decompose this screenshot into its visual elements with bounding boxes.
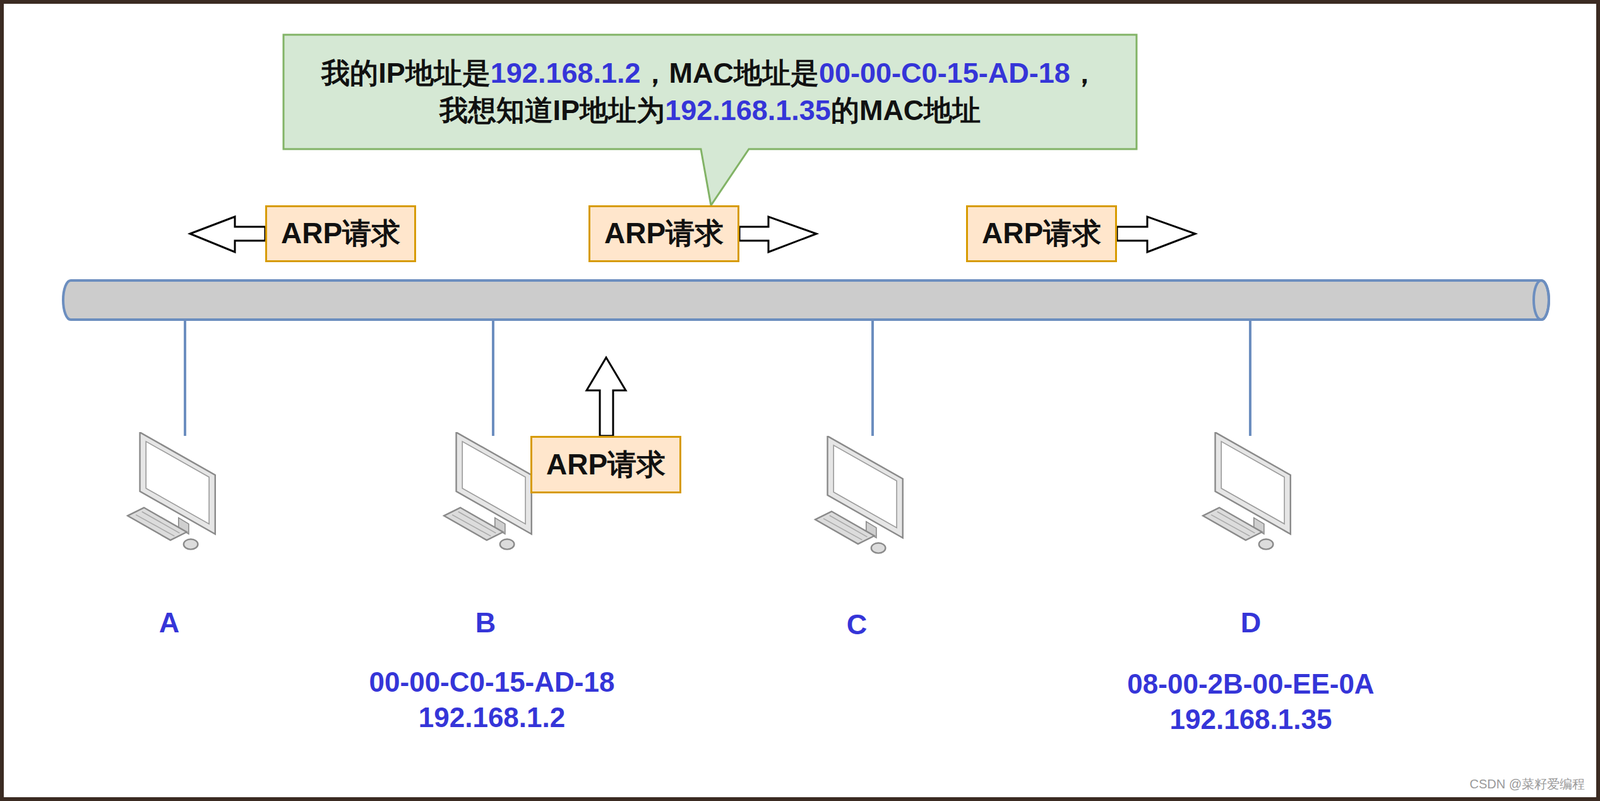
ip-address: 192.168.1.2 xyxy=(418,701,566,734)
drop-line xyxy=(491,319,495,436)
computer-icon xyxy=(1202,431,1291,549)
callout-text-box: 我的IP地址是192.168.1.2，MAC地址是00-00-C0-15-AD-… xyxy=(283,34,1137,150)
host-name: C xyxy=(846,608,868,641)
mac-address: 00-00-C0-15-AD-18 xyxy=(369,666,615,698)
box-label: ARP请求 xyxy=(604,214,724,254)
box-label: ARP请求 xyxy=(280,214,401,254)
computer-icon xyxy=(127,431,216,549)
ip-address: 192.168.1.35 xyxy=(1170,703,1333,735)
host-name: B xyxy=(475,606,497,639)
mac-address: 08-00-2B-00-EE-0A xyxy=(1127,668,1374,700)
hollow-arrow xyxy=(190,216,266,252)
arp-request-box: ARP请求 xyxy=(265,205,417,263)
hollow-arrow xyxy=(1116,216,1196,252)
host-name: A xyxy=(159,606,180,639)
drop-line xyxy=(1248,319,1252,436)
watermark: CSDN @菜籽爱编程 xyxy=(1469,775,1585,793)
arp-request-box: ARP请求 xyxy=(588,205,740,263)
callout-text: 我的IP地址是192.168.1.2，MAC地址是00-00-C0-15-AD-… xyxy=(321,54,1099,129)
arp-request-box: ARP请求 xyxy=(530,435,682,494)
drop-line xyxy=(871,319,874,436)
drop-line xyxy=(183,319,187,436)
box-label: ARP请求 xyxy=(981,214,1102,254)
host-name: D xyxy=(1240,606,1262,639)
hollow-arrow xyxy=(586,357,626,436)
computer-icon xyxy=(815,435,903,553)
bus-end xyxy=(1533,280,1549,320)
network-bus xyxy=(63,280,1549,320)
box-label: ARP请求 xyxy=(546,445,666,485)
callout-bubble xyxy=(283,34,1137,206)
hollow-arrow xyxy=(739,216,817,252)
computer-icon xyxy=(443,431,532,549)
arp-request-box: ARP请求 xyxy=(966,205,1117,263)
